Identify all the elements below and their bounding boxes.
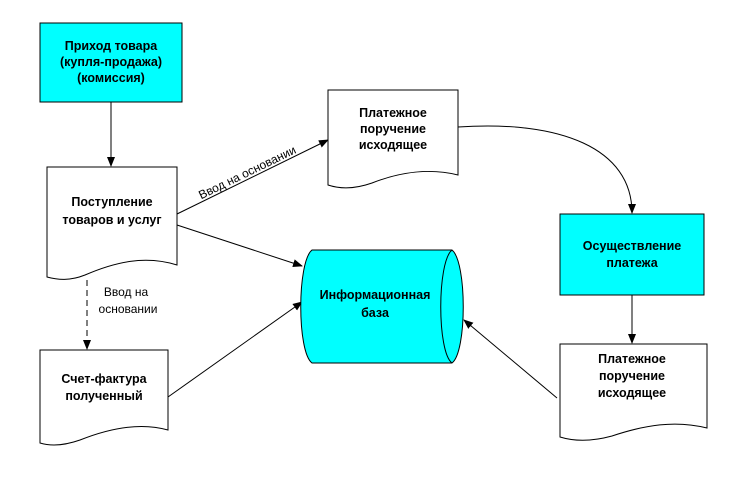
- arrow-receipt-to-payment-order: [176, 139, 329, 215]
- node-incoming-goods-line-1: Приход товара: [65, 39, 159, 53]
- node-incoming-goods-line-2: (купля-продажа): [60, 55, 162, 69]
- node-payment-order-top-shape: [327, 89, 459, 189]
- node-payment-order-bottom-shape: [559, 343, 708, 441]
- node-information-base-line-1: Информационная: [320, 288, 431, 302]
- node-receipt-of-goods: Поступление товаров и услуг: [46, 166, 178, 280]
- arrow-invoice-to-info-base: [167, 301, 303, 398]
- arrow-payment-order-to-info-base: [463, 319, 558, 399]
- edge-label-input-based-diagonal: Ввод на основании: [196, 143, 298, 202]
- edges: [83, 102, 636, 399]
- node-payment-order-bottom-line-3: исходящее: [598, 386, 666, 400]
- node-invoice-received: Счет-фактура полученный: [39, 349, 169, 446]
- node-payment-order-top: Платежное поручение исходящее: [327, 89, 459, 189]
- node-payment-order-top-line-2: поручение: [360, 122, 426, 136]
- node-invoice-received-line-1: Счет-фактура: [61, 372, 147, 386]
- node-information-base: Информационная база: [300, 249, 464, 364]
- node-incoming-goods-line-3: (комиссия): [77, 71, 145, 85]
- node-invoice-received-shape: [39, 349, 169, 446]
- edge-label-input-based-vertical-1: Ввод на: [104, 285, 149, 299]
- node-payment-execution-line-2: платежа: [606, 256, 658, 270]
- node-receipt-of-goods-shape: [46, 166, 178, 280]
- node-payment-execution: Осуществление платежа: [559, 213, 705, 296]
- node-information-base-line-2: база: [361, 306, 390, 320]
- node-receipt-of-goods-line-2: товаров и услуг: [62, 213, 161, 227]
- node-payment-execution-box: [559, 213, 705, 296]
- node-payment-order-bottom: Платежное поручение исходящее: [559, 343, 708, 441]
- node-invoice-received-line-2: полученный: [65, 389, 142, 403]
- node-payment-order-top-line-1: Платежное: [359, 106, 427, 120]
- node-payment-order-bottom-line-1: Платежное: [598, 352, 666, 366]
- node-payment-order-bottom-line-2: поручение: [599, 369, 665, 383]
- node-payment-order-top-line-3: исходящее: [359, 138, 427, 152]
- node-receipt-of-goods-line-1: Поступление: [71, 195, 152, 209]
- arrow-payment-order-to-execution: [457, 125, 636, 214]
- node-incoming-goods-box: [39, 22, 183, 103]
- node-payment-execution-line-1: Осуществление: [583, 239, 682, 253]
- node-information-base-end: [440, 249, 453, 364]
- arrow-receipt-to-info-base: [176, 224, 303, 267]
- node-incoming-goods: Приход товара (купля-продажа) (комиссия): [39, 22, 183, 103]
- edge-label-input-based-vertical-2: основании: [99, 302, 158, 316]
